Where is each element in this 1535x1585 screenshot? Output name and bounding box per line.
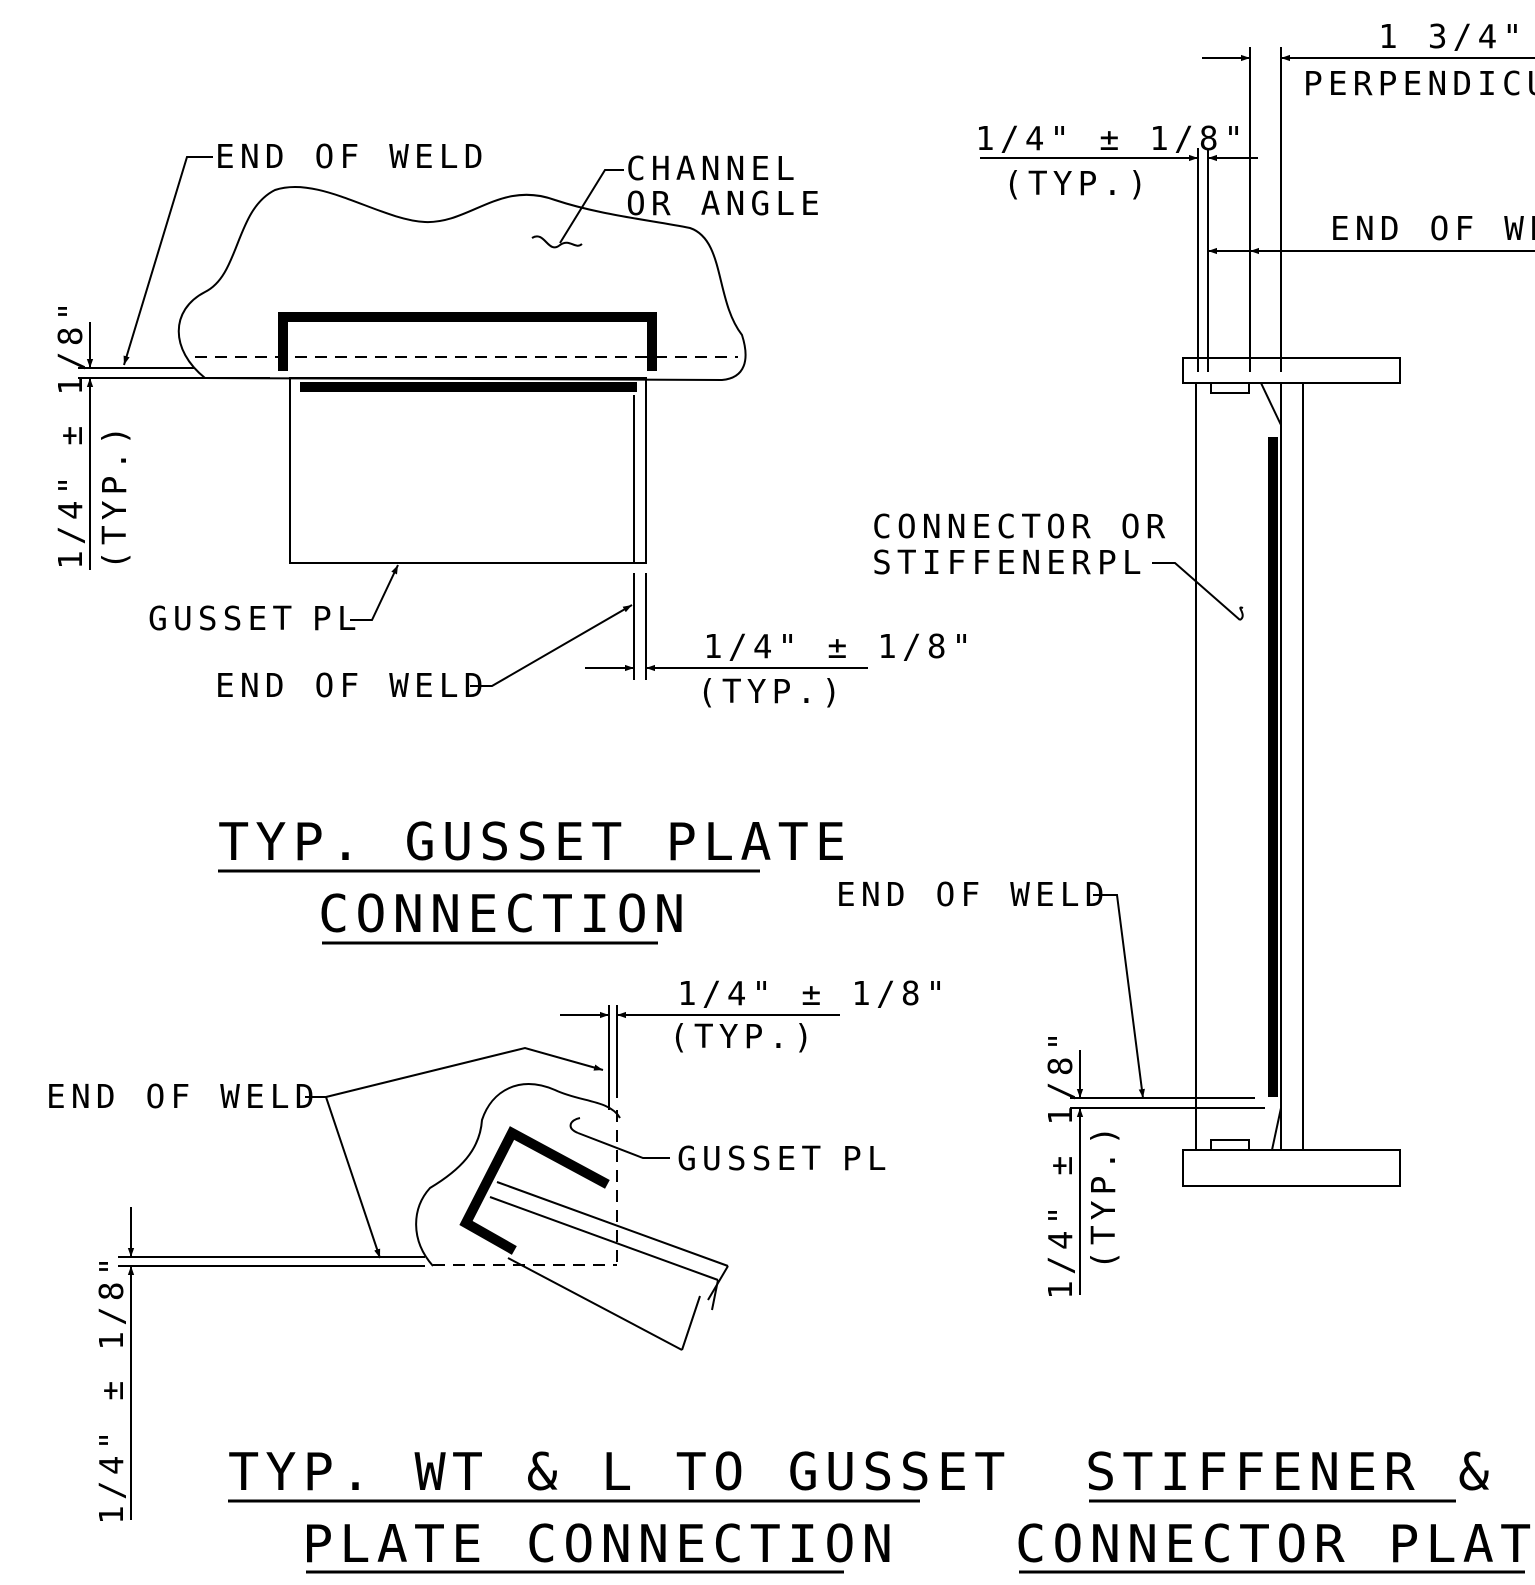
wt-title-line2: PLATE CONNECTION — [302, 1515, 899, 1575]
stiffener-title-line1: STIFFENER & — [1085, 1443, 1495, 1503]
connector-plate-symbol: PL — [1097, 543, 1147, 582]
connector-label-line1: CONNECTOR OR — [872, 507, 1170, 546]
wt-and-l-detail: 1/4" ± 1/8" (TYP.) END OF WELD GUSSET PL… — [46, 974, 1011, 1575]
top-flange — [1182, 357, 1401, 384]
wt-end-of-weld-label: END OF WELD — [46, 1077, 320, 1116]
stiffener-dim-bottom-value: 1/4" ± 1/8" — [1041, 1026, 1080, 1300]
wt-weld-thick — [459, 1126, 610, 1255]
stiffener-title-line2: CONNECTOR PLATE — [1015, 1515, 1535, 1575]
wt-dim-side-value: 1/4" ± 1/8" — [92, 1251, 131, 1525]
channel-label-line1: CHANNEL — [626, 149, 800, 188]
end-of-weld-bottom-label: END OF WELD — [215, 666, 489, 705]
dim-bottom-note: (TYP.) — [697, 672, 846, 711]
gusset-plate — [289, 377, 647, 564]
wt-dim-top-note: (TYP.) — [669, 1017, 818, 1056]
end-of-weld-top-label: END OF WELD — [215, 137, 489, 176]
stiffener-detail: 1 3/4" ± 1/ PERPENDICUL 1/4" ± 1/8" (TYP… — [836, 17, 1535, 1575]
gusset-label: GUSSET — [148, 599, 297, 638]
wt-gusset-label: GUSSET — [677, 1139, 826, 1178]
connector-label-line2: STIFFENER — [872, 543, 1096, 582]
gusset-plate-detail: 1/4" ± 1/8" (TYP.) END OF WELD CHANNEL O… — [51, 137, 977, 945]
channel-label-line2: OR ANGLE — [626, 184, 825, 223]
stiffener-dim-bottom-note: (TYP.) — [1084, 1121, 1123, 1270]
gusset-title-line1: TYP. GUSSET PLATE — [218, 813, 852, 873]
wt-dim-top-value: 1/4" ± 1/8" — [677, 974, 951, 1013]
stiffener-dim-weld-value: 1/4" ± 1/8" — [975, 119, 1249, 158]
dim-side-note: (TYP.) — [95, 421, 134, 570]
stiffener-dim-top-note: PERPENDICUL — [1303, 64, 1535, 103]
stiffener-end-of-weld-top: END OF WE — [1330, 209, 1535, 248]
stiffener-dim-top-value: 1 3/4" ± 1/ — [1378, 17, 1535, 56]
plate-symbol: PL — [312, 599, 362, 638]
wt-title-line1: TYP. WT & L TO GUSSET — [228, 1443, 1011, 1503]
stiffener-dim-weld-note: (TYP.) — [1003, 164, 1152, 203]
wt-break-outline — [415, 1083, 621, 1267]
gusset-title-line2: CONNECTION — [318, 885, 691, 945]
dim-bottom-value: 1/4" ± 1/8" — [703, 627, 977, 666]
channel-weld-thick — [278, 312, 657, 371]
dim-side-value: 1/4" ± 1/8" — [51, 296, 90, 570]
channel-break-outline — [177, 185, 747, 382]
stiffener-end-of-weld-bottom: END OF WELD — [836, 875, 1110, 914]
bottom-flange — [1182, 1149, 1401, 1187]
wt-plate-symbol: PL — [842, 1139, 892, 1178]
